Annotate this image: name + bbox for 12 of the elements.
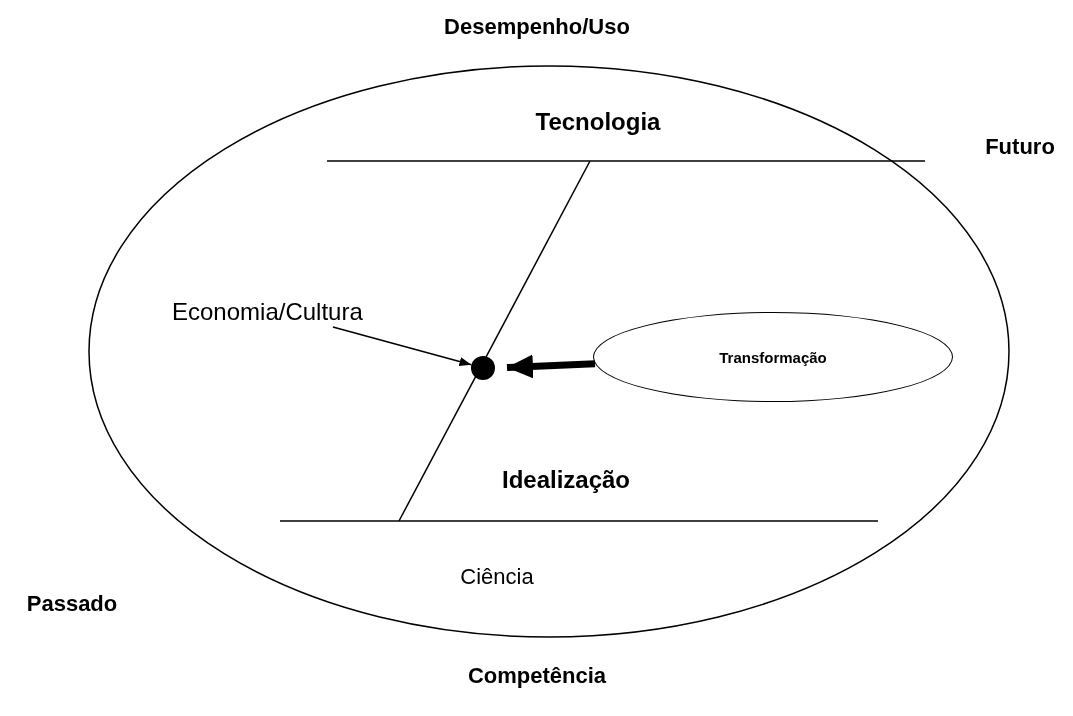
text-label: Passado [26, 591, 118, 617]
text-label: Idealização [501, 466, 631, 494]
thick-arrow [506, 354, 596, 379]
leader-arrow [332, 326, 473, 366]
text-label: Desempenho/Uso [444, 14, 630, 40]
text-label: Competência [467, 663, 607, 689]
text-label: Futuro [985, 134, 1055, 160]
junction-dot [471, 356, 495, 380]
node-label: Transformação [719, 348, 827, 366]
text-label: Ciência [460, 564, 534, 590]
text-label: Tecnologia [535, 108, 661, 136]
text-label: Economia/Cultura [172, 297, 384, 327]
